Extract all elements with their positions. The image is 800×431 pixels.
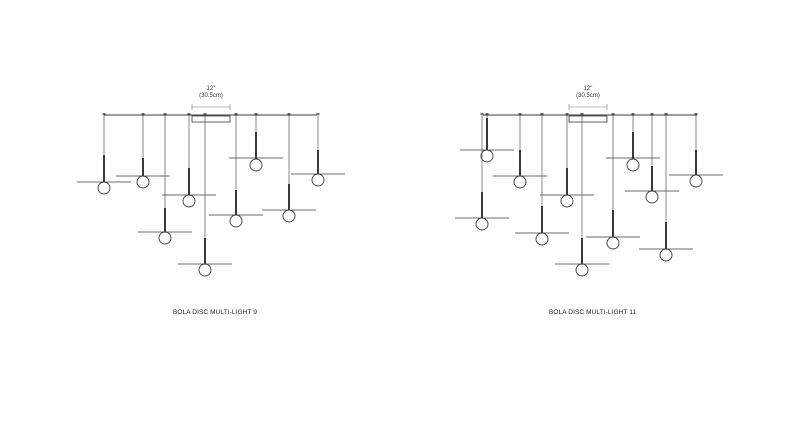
dimension-label-left: 12" (30.5cm) <box>181 86 241 100</box>
globe-bulb <box>606 236 620 250</box>
globe-bulb <box>513 175 527 189</box>
globe-bulb <box>575 263 589 277</box>
dimension-cm: (30.5cm) <box>199 93 223 99</box>
globe-bulb <box>626 158 640 172</box>
globe-bulb <box>158 231 172 245</box>
caption-multi-light-11: BOLA DISC MULTI-LIGHT 11 <box>549 309 637 316</box>
caption-multi-light-9: BOLA DISC MULTI-LIGHT 9 <box>173 309 258 316</box>
globe-bulb <box>535 232 549 246</box>
dimension-inches: 12" <box>206 86 216 92</box>
canopy <box>191 115 231 123</box>
globe-bulb <box>198 263 212 277</box>
dimension-inches: 12" <box>583 86 593 92</box>
globe-bulb <box>560 194 574 208</box>
globe-bulb <box>659 248 673 262</box>
globe-bulb <box>136 175 150 189</box>
globe-bulb <box>475 217 489 231</box>
globe-bulb <box>645 190 659 204</box>
globe-bulb <box>480 149 494 163</box>
dimension-label-right: 12" (30.5cm) <box>558 86 618 100</box>
dimension-cm: (30.5cm) <box>576 93 600 99</box>
globe-bulb <box>282 209 296 223</box>
globe-bulb <box>311 173 325 187</box>
globe-bulb <box>97 181 111 195</box>
globe-bulb <box>689 174 703 188</box>
globe-bulb <box>182 194 196 208</box>
globe-bulb <box>229 214 243 228</box>
globe-bulb <box>249 158 263 172</box>
canopy <box>568 115 608 123</box>
